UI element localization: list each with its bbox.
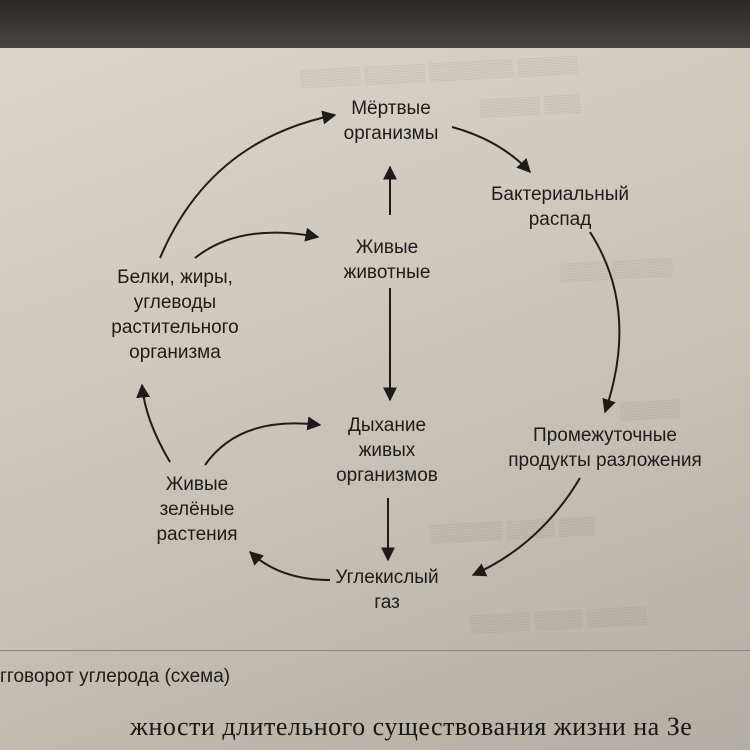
node-respiration: Дыхание живых организмов (336, 415, 438, 486)
arrow-plants-to-breathing (204, 416, 322, 466)
node-dead-organisms: Мёртвые организмы (343, 98, 439, 144)
arrow-bacterial-to-intermediate (589, 231, 621, 414)
body-text-line: жности длительного существования жизни н… (130, 712, 693, 741)
arrow-plants-to-proteins (136, 383, 171, 463)
caption-divider (0, 650, 750, 651)
arrow-intermediate-to-co2 (471, 477, 581, 577)
page-top-shadow (0, 0, 750, 48)
node-bacterial-decay: Бактериальный распад (490, 184, 630, 230)
node-carbon-dioxide: Углекислый газ (335, 567, 439, 613)
arrow-proteins-to-dead (159, 110, 337, 259)
node-proteins-fats-carbs: Белки, жиры, углеводы растительного орга… (111, 267, 239, 363)
arrow-dead-to-bacterial (451, 126, 531, 174)
node-living-animals: Живые животные (343, 237, 431, 283)
node-intermediate-products: Промежуточные продукты разложения (508, 425, 702, 471)
arrow-proteins-to-animals (194, 227, 320, 259)
arrow-co2-to-plants (248, 551, 331, 581)
node-green-plants: Живые зелёные растения (156, 474, 238, 545)
figure-caption: гговорот углерода (схема) (0, 666, 231, 687)
